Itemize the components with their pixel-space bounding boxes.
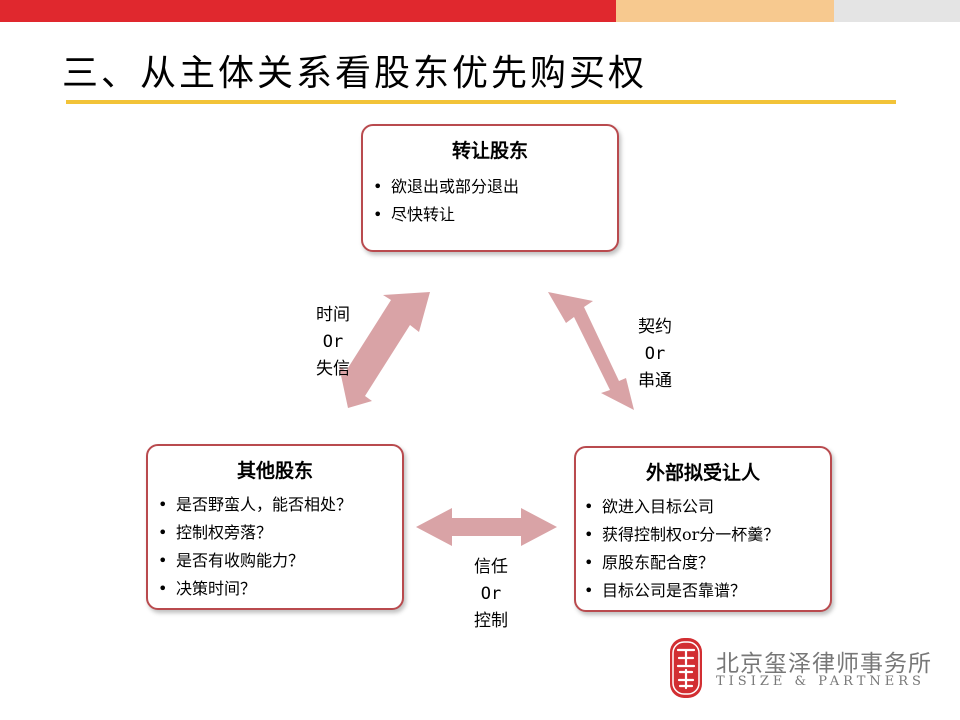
edge-label-line: 信任 [474,557,508,577]
firm-name-english: TISIZE & PARTNERS [716,674,925,689]
node-transferor-title: 转让股东 [451,140,528,162]
node-other-shareholders-item: 是否有收购能力？ [158,547,402,575]
firm-seal-logo [670,638,702,698]
edge-label-line: Or [322,332,344,352]
arrow-left-diagonal [339,292,430,408]
edge-label-line: Or [644,344,666,364]
edge-label-left: 时间 Or 失信 [304,302,362,383]
slide-title: 三、从主体关系看股东优先购买权 [62,53,648,94]
header-bar-cream [616,0,834,22]
edge-label-right: 契约 Or 串通 [626,314,684,395]
node-external-transferee-item: 欲进入目标公司 [584,493,830,521]
header-bar-red [0,0,616,22]
node-other-shareholders: 其他股东 是否野蛮人，能否相处？ 控制权旁落？ 是否有收购能力？ 决策时间？ [146,444,404,610]
node-external-transferee-item: 原股东配合度？ [584,549,830,577]
edge-label-line: 控制 [474,611,508,631]
edge-label-line: Or [480,584,502,604]
node-transferor: 转让股东 欲退出或部分退出 尽快转让 [361,124,619,252]
node-other-shareholders-item: 控制权旁落？ [158,519,402,547]
header-bar-grey [834,0,960,22]
arrow-right-diagonal [548,292,634,410]
node-external-transferee-item: 获得控制权or分一杯羹？ [584,521,830,549]
node-other-shareholders-item: 决策时间？ [158,575,402,603]
node-other-shareholders-item: 是否野蛮人，能否相处？ [158,491,402,519]
edge-label-line: 时间 [316,305,350,325]
arrow-horizontal [416,508,557,546]
edge-label-line: 失信 [316,359,350,379]
firm-name-chinese: 北京玺泽律师事务所 [716,651,932,677]
edge-label-line: 契约 [638,317,672,337]
node-transferor-item: 尽快转让 [373,201,617,229]
title-underline [66,100,896,104]
node-external-transferee: 外部拟受让人 欲进入目标公司 获得控制权or分一杯羹？ 原股东配合度？ 目标公司… [574,446,832,612]
edge-label-line: 串通 [638,371,672,391]
node-transferor-item: 欲退出或部分退出 [373,173,617,201]
node-other-shareholders-title: 其他股东 [236,460,313,482]
edge-label-bottom: 信任 Or 控制 [462,554,520,635]
node-external-transferee-item: 目标公司是否靠谱？ [584,577,830,605]
node-external-transferee-title: 外部拟受让人 [645,462,760,484]
